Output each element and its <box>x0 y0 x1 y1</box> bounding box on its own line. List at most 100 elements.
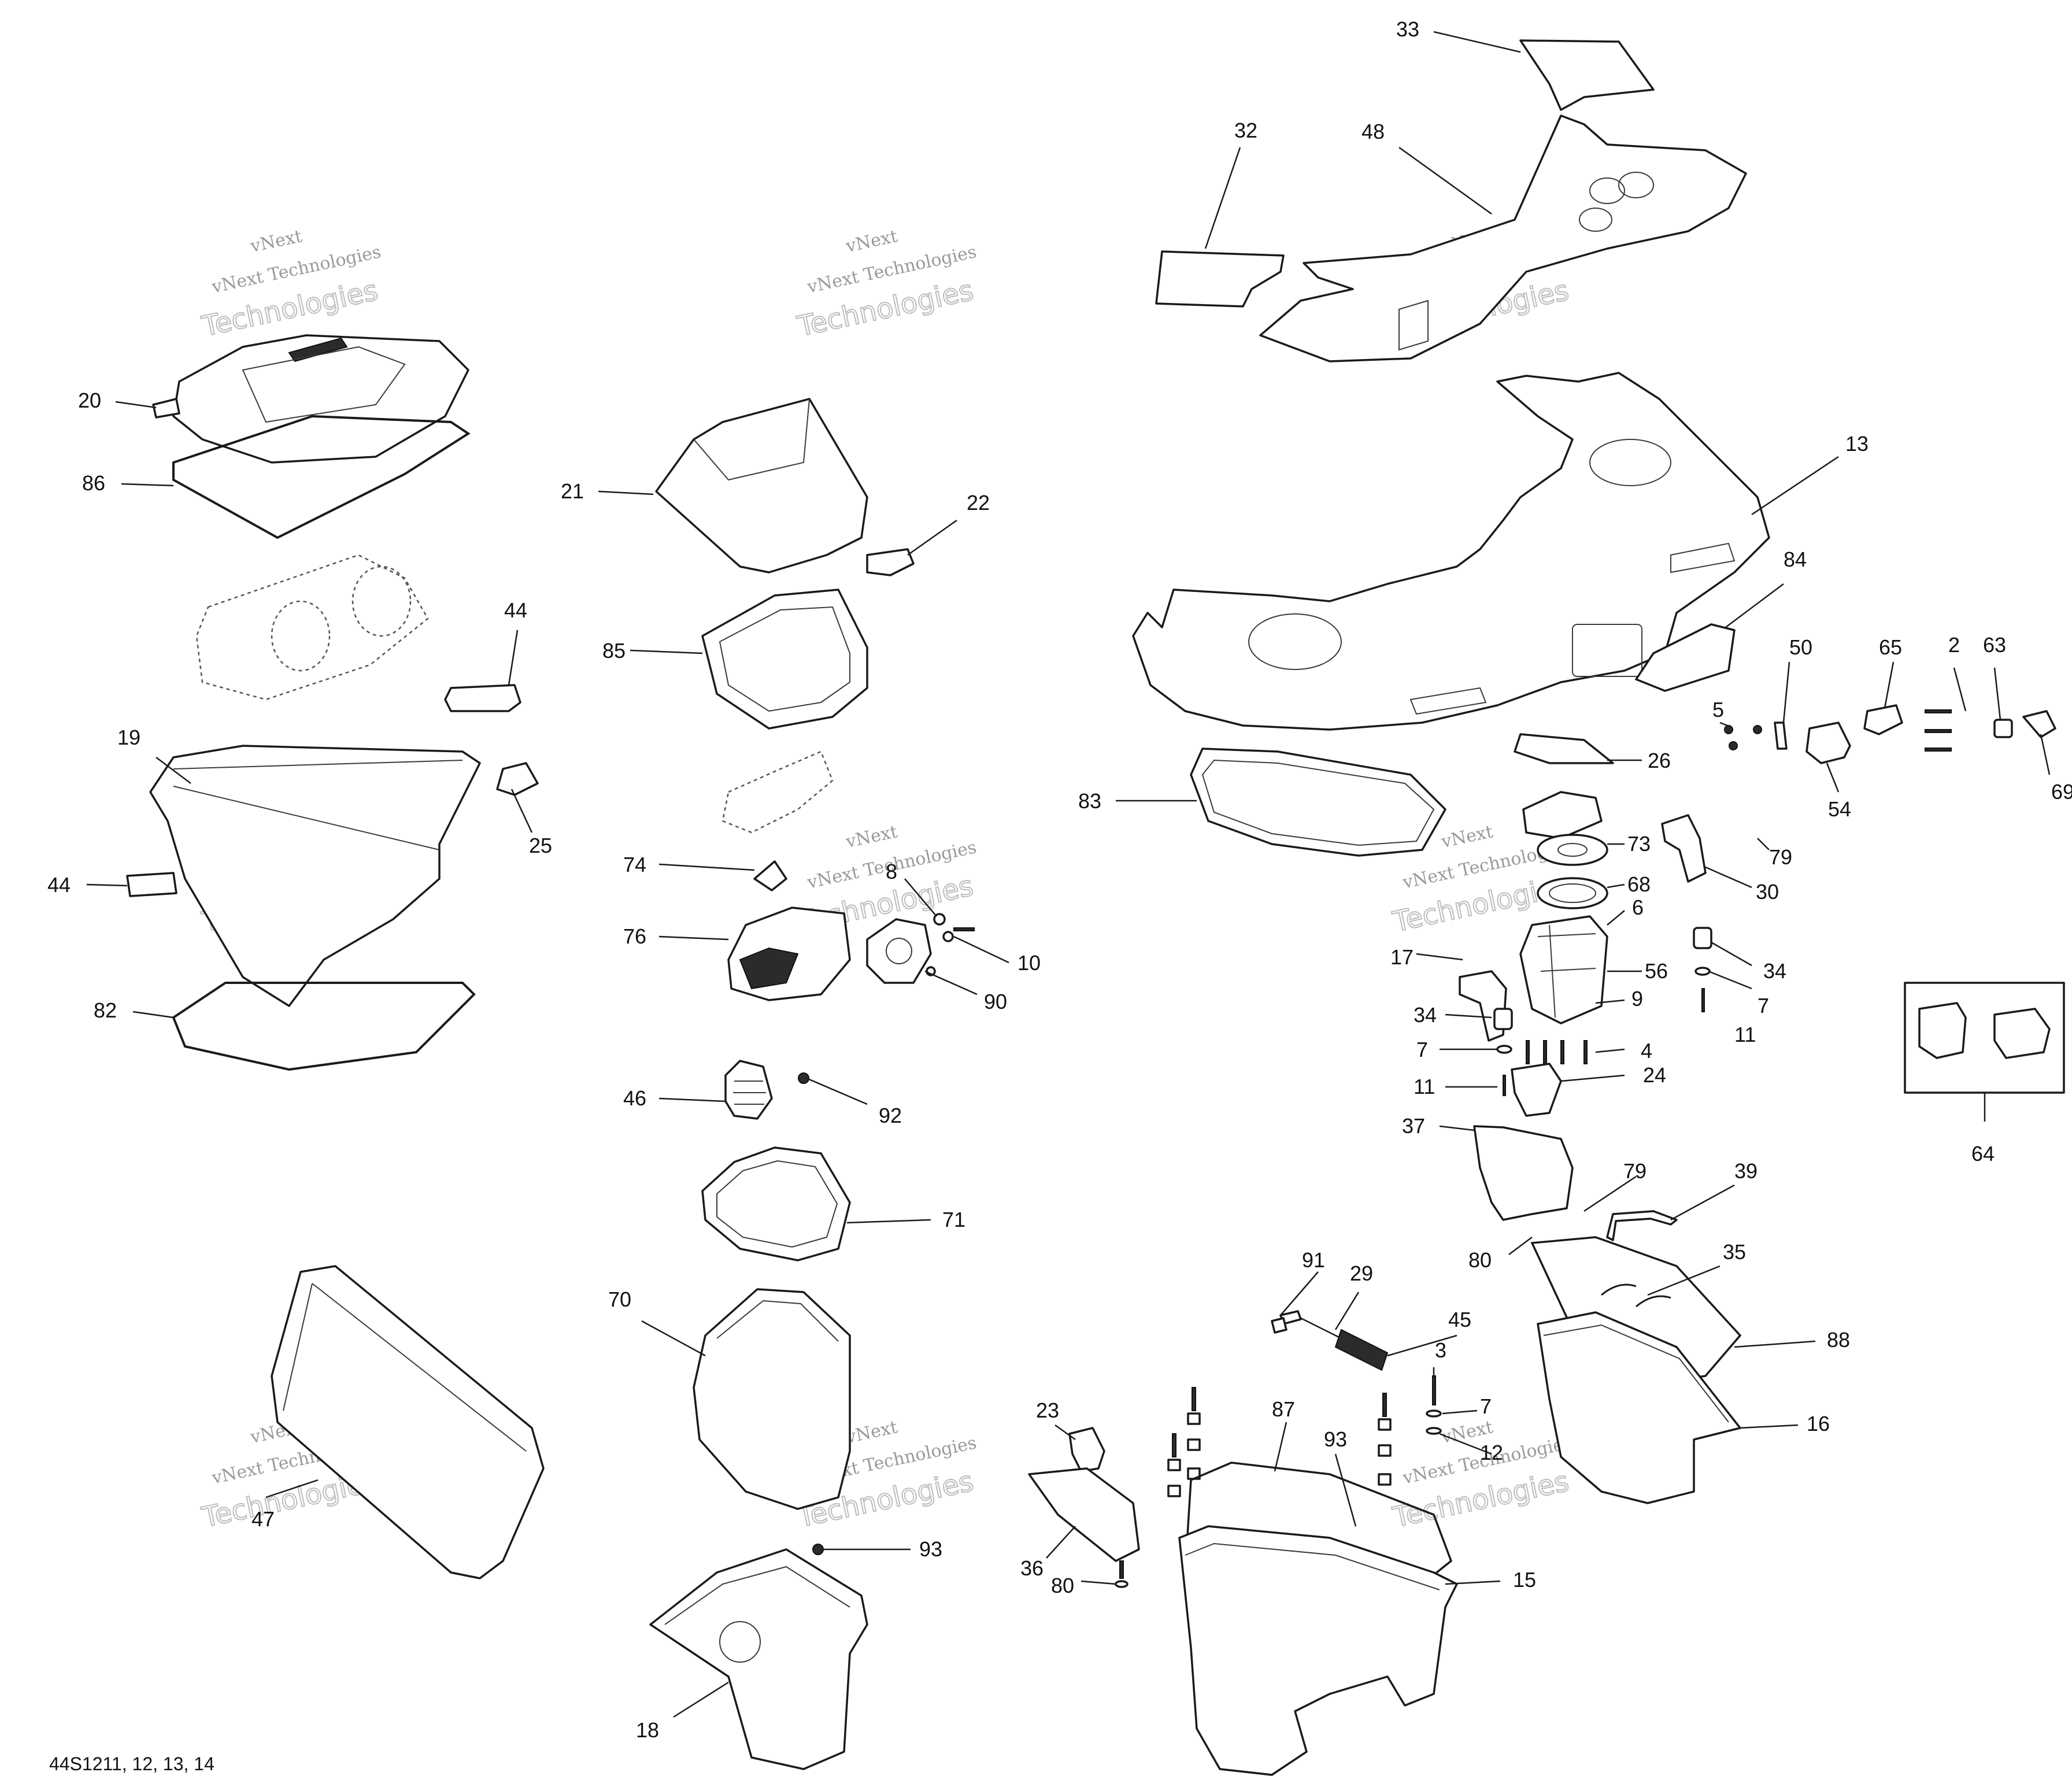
callout-label[interactable]: 22 <box>967 491 990 515</box>
callout-label[interactable]: 39 <box>1734 1159 1758 1183</box>
storage-bin-16 <box>1537 1311 1741 1504</box>
callout-label[interactable]: 68 <box>1627 872 1651 896</box>
callout-label[interactable]: 19 <box>117 726 140 749</box>
callout-label[interactable]: 93 <box>1324 1427 1347 1451</box>
callout-label[interactable]: 37 <box>1402 1114 1425 1138</box>
leader-line <box>806 1077 868 1105</box>
callout-label[interactable]: 87 <box>1272 1397 1295 1421</box>
callout-label[interactable]: 69 <box>2051 780 2072 804</box>
callout-label[interactable]: 45 <box>1448 1308 1471 1331</box>
callout-label[interactable]: 13 <box>1845 432 1868 456</box>
decal-48-lettering <box>1398 172 1654 351</box>
callout-label[interactable]: 2 <box>1948 633 1960 657</box>
screw-11 <box>1701 988 1705 1012</box>
callout-label[interactable]: 30 <box>1756 880 1779 904</box>
callout-label[interactable]: 35 <box>1723 1240 1746 1264</box>
callout-label[interactable]: 8 <box>886 860 897 883</box>
callout-label[interactable]: 6 <box>1632 896 1644 919</box>
callout-label[interactable]: 7 <box>1416 1038 1428 1061</box>
leader-line <box>1607 910 1625 926</box>
callout-labels: 33 32 48 13 84 50 65 2 63 69 5 26 54 73 … <box>47 17 2072 1742</box>
watermark-text: vNext <box>843 226 899 257</box>
leader-line <box>630 649 703 654</box>
callout-label[interactable]: 17 <box>1390 945 1414 969</box>
callout-label[interactable]: 3 <box>1435 1338 1446 1362</box>
nuts-5 <box>1724 725 1762 750</box>
callout-label[interactable]: 79 <box>1769 845 1792 869</box>
callout-label[interactable]: 83 <box>1078 789 1101 813</box>
callout-label[interactable]: 32 <box>1234 119 1257 142</box>
callout-label[interactable]: 56 <box>1645 959 1668 983</box>
callout-label[interactable]: 79 <box>1623 1159 1646 1183</box>
callout-label[interactable]: 86 <box>82 471 105 495</box>
callout-label[interactable]: 90 <box>984 990 1007 1013</box>
housing-90 <box>866 918 932 984</box>
callout-label[interactable]: 85 <box>602 639 626 663</box>
optional-bag-end <box>352 565 412 637</box>
callout-label[interactable]: 10 <box>1018 951 1041 975</box>
callout-label[interactable]: 16 <box>1807 1412 1830 1435</box>
callout-label[interactable]: 80 <box>1468 1248 1492 1272</box>
decal-32 <box>1155 250 1285 308</box>
callout-label[interactable]: 33 <box>1396 17 1419 41</box>
callout-label[interactable]: 7 <box>1480 1394 1492 1418</box>
callout-label[interactable]: 12 <box>1480 1441 1503 1464</box>
callout-label[interactable]: 11 <box>1734 1023 1756 1046</box>
callout-label[interactable]: 15 <box>1513 1568 1536 1592</box>
callout-label[interactable]: 70 <box>608 1287 631 1311</box>
pad-44 <box>444 684 521 712</box>
watermark-top-center: vNext vNext Technologies Technologies <box>794 226 978 343</box>
callout-label[interactable]: 48 <box>1361 120 1385 143</box>
callout-label[interactable]: 80 <box>1051 1574 1074 1597</box>
callout-label[interactable]: 11 <box>1414 1075 1435 1098</box>
callout-label[interactable]: 88 <box>1827 1328 1850 1352</box>
callout-label[interactable]: 65 <box>1879 635 1902 659</box>
callout-label[interactable]: 18 <box>636 1718 659 1742</box>
leader-line <box>1782 661 1790 723</box>
screws-2 <box>1925 709 1952 752</box>
callout-label[interactable]: 29 <box>1350 1261 1373 1285</box>
callout-label[interactable]: 74 <box>623 853 646 876</box>
decal-33 <box>1519 39 1655 111</box>
callout-label[interactable]: 24 <box>1643 1063 1666 1087</box>
storage-bin-18-hole <box>719 1621 761 1663</box>
callout-label[interactable]: 93 <box>919 1537 942 1561</box>
callout-label[interactable]: 23 <box>1036 1398 1059 1422</box>
leader-line <box>1670 1184 1735 1221</box>
callout-label[interactable]: 73 <box>1627 832 1651 856</box>
callout-label[interactable]: 34 <box>1763 959 1786 983</box>
callout-label[interactable]: 44 <box>47 873 71 897</box>
bolt-stack-3-7-12 <box>1426 1375 1442 1435</box>
leader-line <box>1054 1424 1076 1441</box>
callout-label[interactable]: 34 <box>1414 1003 1437 1027</box>
callout-label[interactable]: 76 <box>623 924 646 948</box>
liner-70 <box>693 1288 851 1510</box>
callout-label[interactable]: 20 <box>78 388 101 412</box>
callout-label[interactable]: 5 <box>1712 698 1724 722</box>
callout-label[interactable]: 50 <box>1789 635 1812 659</box>
callout-label[interactable]: 64 <box>1971 1142 1995 1166</box>
callout-label[interactable]: 44 <box>504 598 527 622</box>
callout-label[interactable]: 91 <box>1302 1248 1325 1272</box>
callout-label[interactable]: 21 <box>561 479 584 503</box>
callout-label[interactable]: 63 <box>1983 633 2006 657</box>
callout-label[interactable]: 26 <box>1648 749 1671 772</box>
callout-label[interactable]: 4 <box>1641 1039 1652 1063</box>
callout-label[interactable]: 36 <box>1020 1556 1044 1580</box>
spring-68-coil <box>1549 883 1596 903</box>
callout-label[interactable]: 82 <box>94 998 117 1022</box>
callout-label[interactable]: 92 <box>879 1104 902 1127</box>
callout-label[interactable]: 9 <box>1631 987 1643 1011</box>
watermark-top-left: vNext vNext Technologies Technologies <box>198 226 383 343</box>
callout-label[interactable]: 25 <box>529 834 552 857</box>
callout-label[interactable]: 46 <box>623 1086 646 1110</box>
callout-label[interactable]: 71 <box>942 1208 965 1231</box>
leader-line <box>265 1479 319 1498</box>
callout-label[interactable]: 54 <box>1828 797 1851 821</box>
callout-label[interactable]: 84 <box>1784 547 1807 571</box>
storage-bin-18-rim <box>664 1566 850 1625</box>
callout-label[interactable]: 47 <box>251 1507 275 1531</box>
callout-label[interactable]: 7 <box>1758 994 1769 1018</box>
storage-bin-15 <box>1178 1525 1458 1776</box>
watermark-text: vNext <box>248 226 304 257</box>
